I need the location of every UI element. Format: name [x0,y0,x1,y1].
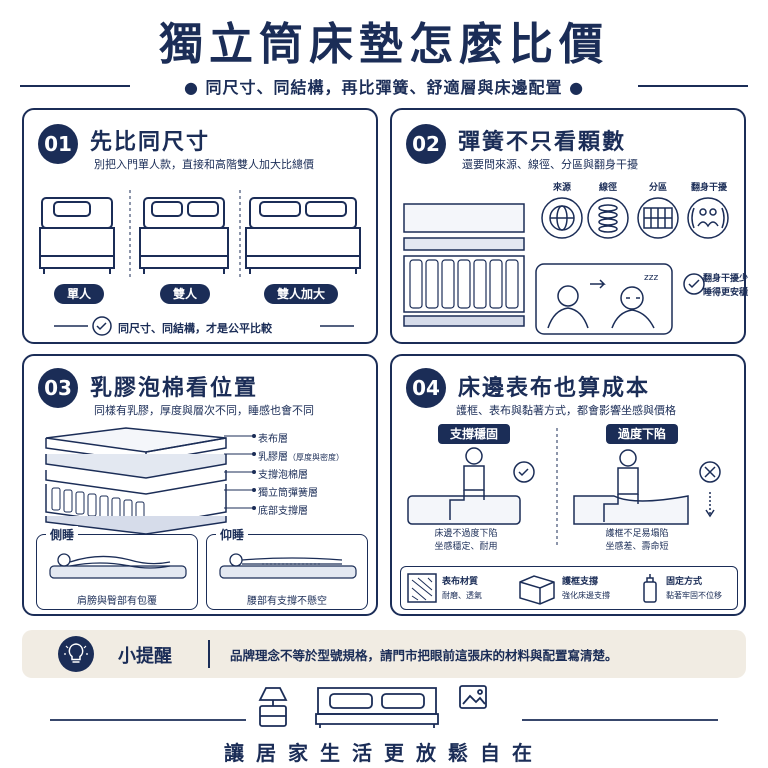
glue-bottle-icon [643,574,657,603]
zzz-icon: zzz [644,273,658,283]
side-sleep-illustration [49,553,187,579]
spring-icons-row [541,197,729,239]
lightbulb-icon [58,636,94,672]
spring-label-gauge: 線徑 [598,183,617,193]
edge-good-note-line2: 坐感穩定、耐用 [434,542,498,552]
bed-icon [315,687,439,728]
edge-good-illustration [407,447,535,525]
subtitle-row: ● 同尺寸、同結構，再比彈簧、舒適層與床邊配置 ● [20,74,748,98]
motion-isolation-icon [691,207,725,229]
layer-label-base: 底部支撐層 [258,506,308,517]
bullet-icon: ● [562,78,585,97]
panel-title: 床邊表布也算成本 [458,376,651,401]
edge-bad-note-line1: 護框不足易塌陷 [605,529,669,539]
back-sleep-box [206,534,368,610]
feature-title-frame: 護框支撐 [562,577,599,587]
edge-frame-icon [519,575,555,605]
x-circle-icon [704,466,716,478]
page-subtitle: 同尺寸、同結構，再比彈簧、舒適層與床邊配置 [205,78,563,97]
bullet-icon: ● [183,78,206,97]
feature-title-fixing: 固定方式 [666,577,703,587]
check-note-decoration [54,316,354,336]
queen-bed-icon [245,197,361,274]
spring-label-motion: 翻身干擾 [690,183,727,193]
layer-label-latex-note: （厚度與密度） [288,453,344,462]
mattress-cutaway-illustration [403,203,525,327]
panel-number: 01 [38,124,78,164]
sleeping-couple-illustration: zzz [535,263,673,335]
check-circle-icon [92,316,112,336]
page-title: 獨立筒床墊怎麼比價 [159,19,609,70]
edge-bad-note-line2: 坐感差、壽命短 [605,542,669,552]
spring-label-zone: 分區 [648,183,667,193]
arrow-right-icon [590,279,606,289]
layer-leader-lines [224,434,256,510]
panel-number: 03 [38,368,78,408]
panel-subtitle: 護框、表布與黏著方式，都會影響坐感與價格 [456,404,676,417]
mattress-layers-illustration [45,427,227,535]
feature-title-fabric: 表布材質 [442,577,479,587]
back-sleep-label: 仰睡 [216,526,249,543]
panel-title: 乳膠泡棉看位置 [90,376,259,401]
single-bed-icon [39,197,115,274]
footer-slogan: 讓居家生活更放鬆自在 [224,741,544,765]
edge-divider [556,428,558,548]
zone-grid-icon [643,207,673,229]
panel-note: 同尺寸、同結構，才是公平比較 [118,322,272,335]
globe-icon [549,205,575,231]
layer-label-springs: 獨立筒彈簧層 [258,488,318,499]
size-pill-double: 雙人 [160,284,210,304]
edge-good-label: 支撐穩固 [438,424,510,444]
back-sleep-illustration [219,553,357,579]
edge-features-box [400,566,738,610]
tip-banner: 小提醒 品牌理念不等於型號規格，請門市把眼前這張床的材料與配置寫清楚。 [22,630,746,678]
tip-divider [208,640,210,668]
check-circle-icon [518,468,529,477]
feature-desc-fabric: 耐磨、透氣 [442,591,482,600]
tip-text: 品牌理念不等於型號規格，請門市把眼前這張床的材料與配置寫清楚。 [230,648,618,663]
panel-subtitle: 同樣有乳膠，厚度與層次不同，睡感也會不同 [94,404,314,417]
edge-bad-illustration [573,449,721,525]
picture-frame-icon [459,685,487,709]
panel-title: 先比同尺寸 [90,130,211,155]
feature-desc-fixing: 黏著牢固不位移 [666,591,722,600]
footer-illustration [50,685,718,728]
panel-subtitle: 別把入門單人款，直接和高階雙人加大比總價 [94,158,314,171]
side-sleep-box [36,534,198,610]
layer-label-cover: 表布層 [258,434,288,445]
panel-subtitle: 還要問來源、線徑、分區與翻身干擾 [462,158,638,171]
spring-note-line2: 睡得更安穩 [702,288,748,298]
panel-number: 02 [406,124,446,164]
panel-number: 04 [406,368,446,408]
check-circle-icon [683,273,705,295]
back-sleep-note: 腰部有支撐不懸空 [247,596,327,607]
edge-good-note-line1: 床邊不過度下陷 [434,529,498,539]
tip-label: 小提醒 [118,646,172,667]
bed-sizes-illustration [39,190,361,280]
fabric-icon [407,573,437,603]
panel-springs: 02 彈簧不只看顆數 還要問來源、線徑、分區與翻身干擾 來源 線徑 分區 翻身干… [390,108,748,344]
double-bed-icon [139,197,229,274]
panel-size: 01 先比同尺寸 別把入門單人款，直接和高階雙人加大比總價 [22,108,378,344]
panel-latex: 03 乳膠泡棉看位置 同樣有乳膠，厚度與層次不同，睡感也會不同 表布層 乳膠層（… [22,354,378,616]
spring-coil-icon [598,204,618,233]
edge-bad-label: 過度下陷 [606,424,678,444]
subtitle-left-line [20,85,130,87]
panel-edge: 04 床邊表布也算成本 護框、表布與黏著方式，都會影響坐感與價格 支撐穩固 過度… [390,354,746,616]
layer-label-latex: 乳膠層 [258,452,288,463]
size-pill-queen: 雙人加大 [264,284,338,304]
side-sleep-note: 肩膀與臀部有包覆 [77,596,157,607]
lamp-icon [258,687,288,727]
feature-desc-frame: 強化床邊支撐 [562,591,610,600]
spring-label-source: 來源 [552,183,571,193]
size-pill-single: 單人 [54,284,104,304]
subtitle-right-line [638,85,748,87]
layer-label-foam: 支撐泡棉層 [258,470,308,481]
side-sleep-label: 側睡 [46,526,79,543]
spring-note-line1: 翻身干擾少 [702,274,748,284]
panel-title: 彈簧不只看顆數 [458,130,627,155]
